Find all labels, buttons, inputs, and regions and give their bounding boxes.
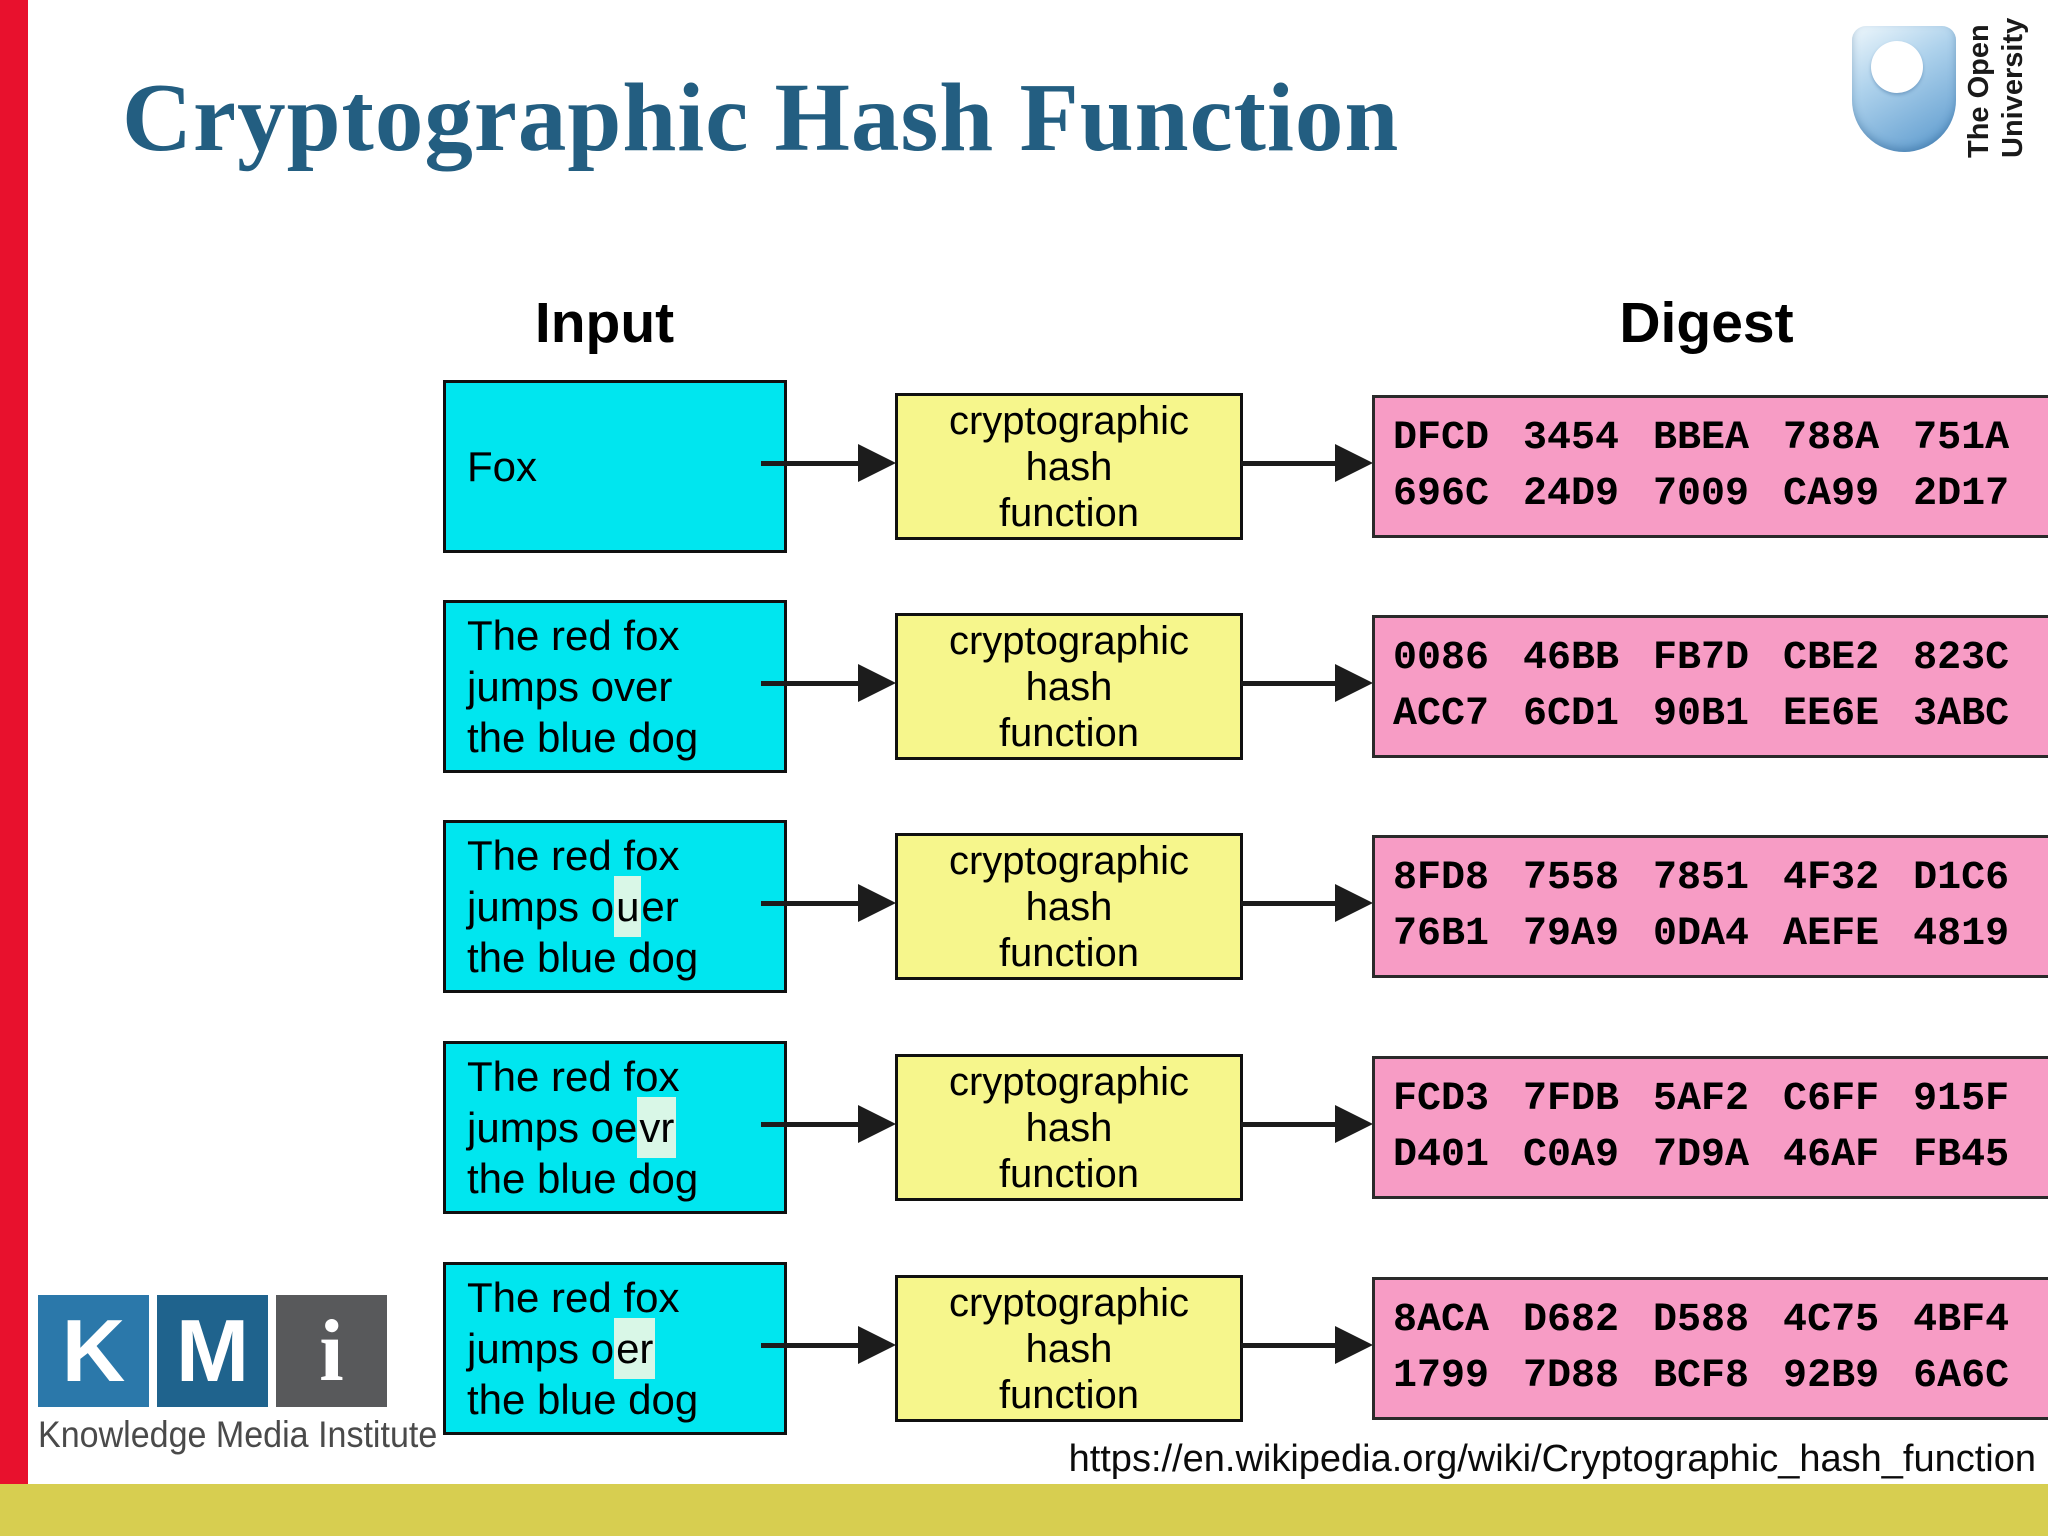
input-box: The red fox jumps ouer the blue dog <box>443 820 787 993</box>
ou-logo-line1: The Open <box>1963 24 1995 158</box>
kmi-i-square: i <box>276 1295 387 1407</box>
hash-function-box: cryptographic hash function <box>895 833 1243 980</box>
kmi-caption: Knowledge Media Institute <box>38 1414 438 1455</box>
input-line: jumps ouer <box>467 876 784 937</box>
digest-box: DFCD 3454 BBEA 788A 751A 696C 24D9 7009 … <box>1372 395 2048 538</box>
arrow-line <box>761 1343 859 1348</box>
typo-highlight <box>537 436 541 497</box>
input-line: The red fox <box>467 1274 680 1321</box>
digest-box: FCD3 7FDB 5AF2 C6FF 915F D401 C0A9 7D9A … <box>1372 1056 2048 1199</box>
arrow-line <box>1241 681 1336 686</box>
arrow-line <box>1241 461 1336 466</box>
diagram-row: The red fox jumps ouer the blue dog cryp… <box>443 820 2048 993</box>
input-box: The red fox jumps oevr the blue dog <box>443 1041 787 1214</box>
input-line: the blue dog <box>467 934 699 981</box>
input-box: Fox <box>443 380 787 553</box>
typo-highlight: vr <box>637 1097 677 1158</box>
arrow-head-icon <box>858 444 896 482</box>
digest-line: 8FD8 7558 7851 4F32 D1C6 <box>1393 855 2010 901</box>
arrow-line <box>761 461 859 466</box>
input-line: The red fox <box>467 1053 680 1100</box>
arrow-head-icon <box>1335 1105 1373 1143</box>
digest-line: D401 C0A9 7D9A 46AF FB45 <box>1393 1132 2010 1178</box>
ou-circle-cutout <box>1871 41 1923 93</box>
arrow-line <box>1241 901 1336 906</box>
kmi-k-square: K <box>38 1295 149 1407</box>
digest-box: 8FD8 7558 7851 4F32 D1C6 76B1 79A9 0DA4 … <box>1372 835 2048 978</box>
digest-column-header: Digest <box>1619 291 1794 355</box>
hash-function-box: cryptographic hash function <box>895 393 1243 540</box>
diagram-row: The red fox jumps oer the blue dog crypt… <box>443 1262 2048 1435</box>
digest-line: FCD3 7FDB 5AF2 C6FF 915F <box>1393 1076 2010 1122</box>
input-box: The red fox jumps oer the blue dog <box>443 1262 787 1435</box>
input-line: jumps oevr <box>467 1097 784 1158</box>
arrow-head-icon <box>1335 664 1373 702</box>
diagram-row: The red fox jumps over the blue dog cryp… <box>443 600 2048 773</box>
input-line: the blue dog <box>467 714 699 761</box>
arrow-head-icon <box>858 884 896 922</box>
digest-line: ACC7 6CD1 90B1 EE6E 3ABC <box>1393 691 2010 737</box>
page-title: Cryptographic Hash Function <box>122 64 1400 171</box>
input-line: jumps oer <box>467 1318 784 1379</box>
input-line: Fox <box>467 441 784 492</box>
hash-function-box: cryptographic hash function <box>895 613 1243 760</box>
typo-highlight: u <box>614 876 642 937</box>
arrow-head-icon <box>858 1326 896 1364</box>
input-box: The red fox jumps over the blue dog <box>443 600 787 773</box>
digest-line: 8ACA D682 D588 4C75 4BF4 <box>1393 1297 2010 1343</box>
input-line: jumps over <box>467 661 784 712</box>
digest-line: 696C 24D9 7009 CA99 2D17 <box>1393 471 2010 517</box>
source-url-link[interactable]: https://en.wikipedia.org/wiki/Cryptograp… <box>1068 1438 2036 1480</box>
digest-box: 0086 46BB FB7D CBE2 823C ACC7 6CD1 90B1 … <box>1372 615 2048 758</box>
ou-shield-icon <box>1852 26 1956 152</box>
arrow-line <box>1241 1122 1336 1127</box>
arrow-head-icon <box>1335 1326 1373 1364</box>
input-line: The red fox <box>467 612 680 659</box>
footer-accent-bar <box>0 1484 2048 1536</box>
input-line: The red fox <box>467 832 680 879</box>
digest-box: 8ACA D682 D588 4C75 4BF4 1799 7D88 BCF8 … <box>1372 1277 2048 1420</box>
left-accent-bar <box>0 0 28 1484</box>
arrow-line <box>761 901 859 906</box>
digest-line: 0086 46BB FB7D CBE2 823C <box>1393 635 2010 681</box>
digest-line: 1799 7D88 BCF8 92B9 6A6C <box>1393 1353 2010 1399</box>
arrow-line <box>761 1122 859 1127</box>
digest-line: 76B1 79A9 0DA4 AEFE 4819 <box>1393 911 2010 957</box>
arrow-line <box>761 681 859 686</box>
input-line: the blue dog <box>467 1376 699 1423</box>
arrow-head-icon <box>1335 444 1373 482</box>
typo-highlight: er <box>614 1318 656 1379</box>
arrow-head-icon <box>858 664 896 702</box>
input-line: the blue dog <box>467 1155 699 1202</box>
digest-line: DFCD 3454 BBEA 788A 751A <box>1393 415 2010 461</box>
ou-logo-text: The Open University <box>1962 18 2030 158</box>
typo-highlight <box>672 656 676 717</box>
arrow-head-icon <box>1335 884 1373 922</box>
ou-logo-line2: University <box>1997 17 2029 158</box>
input-column-header: Input <box>534 291 675 355</box>
kmi-m-square: M <box>157 1295 268 1407</box>
arrow-line <box>1241 1343 1336 1348</box>
diagram-row: The red fox jumps oevr the blue dog cryp… <box>443 1041 2048 1214</box>
hash-function-box: cryptographic hash function <box>895 1275 1243 1422</box>
hash-function-box: cryptographic hash function <box>895 1054 1243 1201</box>
arrow-head-icon <box>858 1105 896 1143</box>
diagram-row: Fox cryptographic hash function DFCD 345… <box>443 380 2048 553</box>
